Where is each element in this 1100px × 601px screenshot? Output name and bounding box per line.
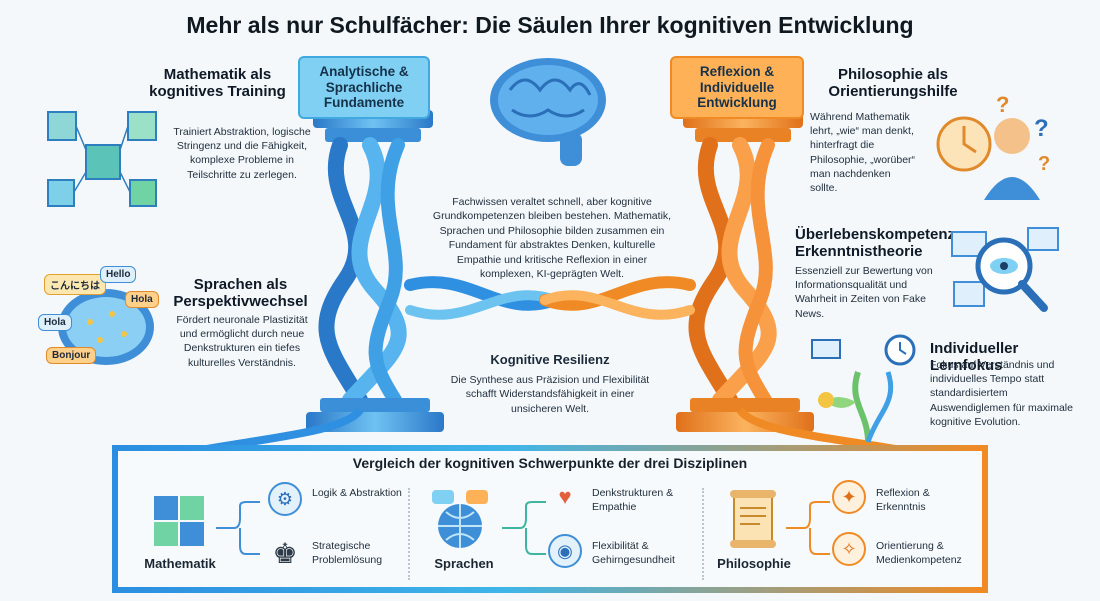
lightbulb-icon: ✦ (832, 480, 866, 514)
survival-text: Essenziell zur Bewertung von Information… (795, 265, 933, 320)
svg-text:?: ? (1038, 153, 1050, 175)
resilience-text: Die Synthese aus Präzision und Flexibili… (450, 374, 650, 415)
philo-item-2: Orientierung & Medienkompetenz (876, 540, 962, 566)
globe-chat-icon (432, 490, 488, 548)
cubes-icon (47, 111, 157, 207)
growth-icon (811, 334, 916, 443)
philo-heading: Philosophie als Orientierungshilfe (828, 66, 958, 101)
center-intro: Fachwissen veraltet schnell, aber kognit… (432, 196, 672, 281)
brain-icon-small: ◉ (548, 534, 582, 568)
math-item-2: Strategische Problemlösung (312, 540, 383, 566)
brain-icon (490, 58, 606, 166)
survival-heading: Überlebenskompetenz Erkenntnistheorie (795, 226, 956, 261)
discipline-label-math: Mathematik (144, 556, 216, 571)
divider-2 (702, 488, 704, 580)
brain-gear-icon: ⚙ (268, 482, 302, 516)
right-pillar-ropes (688, 137, 777, 408)
branch-arrow-math (216, 501, 260, 555)
lang-item-1: Denkstrukturen & Empathie (592, 487, 674, 513)
philo-item-1: Reflexion & Erkenntnis (876, 487, 930, 513)
page-title: Mehr als nur Schulfächer: Die Säulen Ihr… (186, 12, 914, 38)
bubble-hola-right: Hola (125, 291, 159, 308)
comparison-box (112, 445, 988, 593)
scroll-icon (730, 490, 776, 548)
philo-text: Während Mathematik lehrt, „wie“ man denk… (810, 111, 916, 194)
left-pillar-tag: Analytische & Sprachliche Fundamente (298, 56, 430, 119)
branch-arrow-lang (502, 501, 546, 555)
svg-text:?: ? (996, 92, 1009, 117)
math-heading: Mathematik als kognitives Training (149, 66, 286, 101)
divider-1 (408, 488, 410, 580)
head-brain-icon (58, 289, 154, 365)
resilience-heading: Kognitive Resilienz (490, 352, 610, 367)
bubble-bonjour: Bonjour (46, 347, 97, 364)
left-pillar-ropes (318, 137, 407, 408)
bubble-hello: Hello (100, 266, 137, 283)
right-pillar-tag: Reflexion & Individuelle Entwicklung (670, 56, 804, 119)
comparison-title: Vergleich der kognitiven Schwerpunkte de… (352, 455, 748, 471)
bridge-ropes (404, 276, 696, 320)
thinker-icon: ? ? ? (936, 92, 1050, 200)
bubble-hola-left: Hola (38, 314, 72, 331)
svg-text:?: ? (1034, 115, 1049, 142)
lang-text: Fördert neuronale Plastizität und ermögl… (176, 314, 308, 369)
focus-text: Fokus auf Verständnis und individuelles … (930, 359, 1073, 428)
focus-heading: Individueller Lernfokus (930, 340, 1019, 375)
math-text: Trainiert Abstraktion, logische Stringen… (173, 126, 311, 181)
heart-hands-icon: ♥ (558, 484, 572, 509)
bubble-japanese: こんにちは (44, 274, 106, 295)
lang-heading: Sprachen als Perspektivwechsel (173, 276, 308, 311)
lang-item-2: Flexibilität & Gehirngesundheit (592, 540, 675, 566)
magnifier-eye-icon (951, 227, 1059, 312)
discipline-label-philo: Philosophie (717, 556, 791, 571)
puzzle-icon (154, 496, 204, 546)
math-item-1: Logik & Abstraktion (312, 487, 402, 499)
branch-arrow-philo (786, 501, 830, 555)
compass-icon: ✧ (832, 532, 866, 566)
chess-king-icon: ♚ (272, 537, 298, 569)
discipline-label-lang: Sprachen (434, 556, 494, 571)
